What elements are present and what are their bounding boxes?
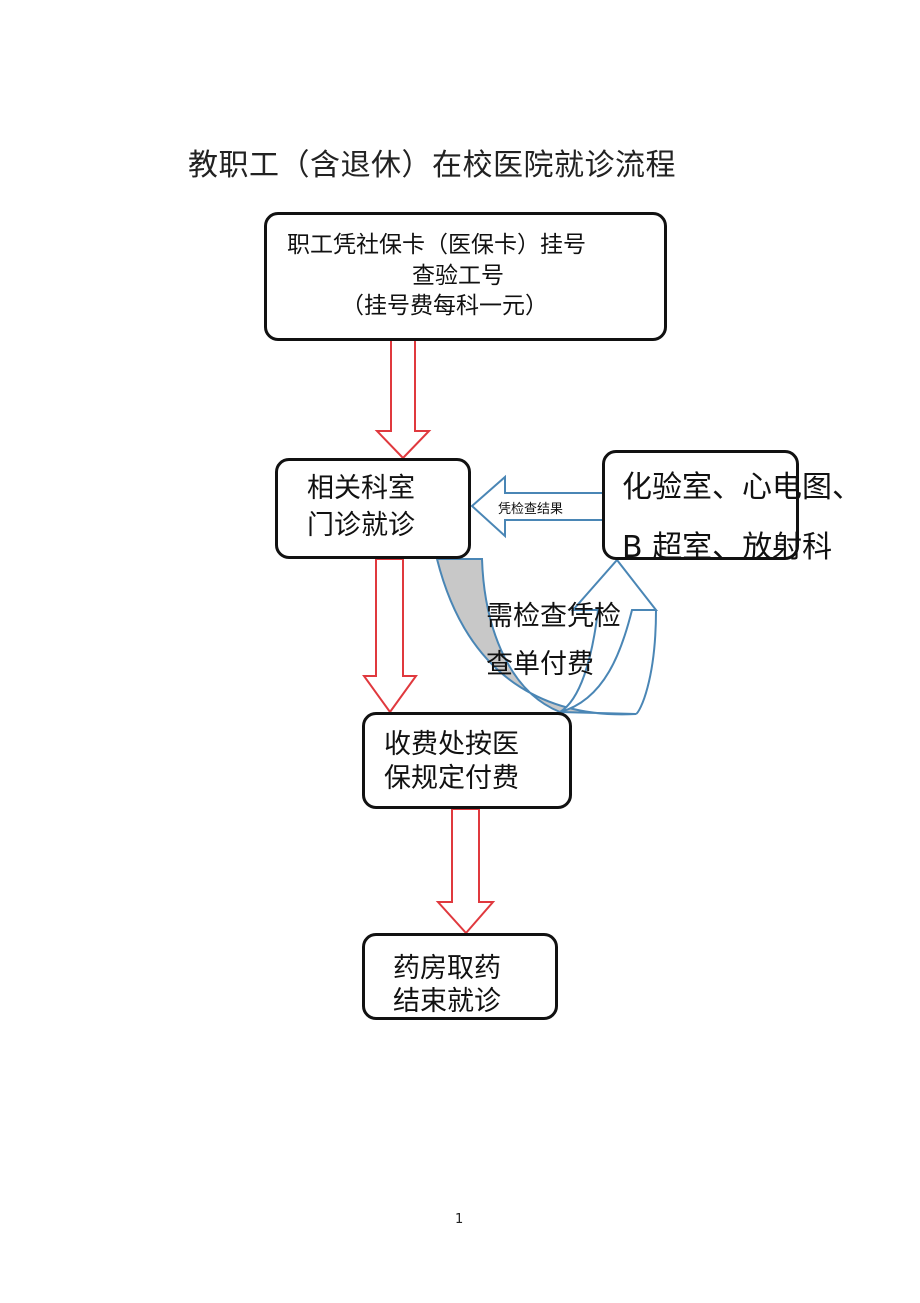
node-exam-rooms-line1: 化验室、心电图、: [622, 470, 862, 505]
edge-label-exam-results: 凭检查结果: [498, 502, 564, 517]
arrow-cashier-to-pharmacy: [435, 808, 496, 935]
arrow-register-to-department: [374, 339, 432, 460]
node-pharmacy-line1: 药房取药: [393, 953, 501, 984]
node-pharmacy-line2: 结束就诊: [393, 986, 501, 1017]
page-number: 1: [455, 1212, 464, 1227]
node-register-line3: （挂号费每科一元）: [341, 293, 548, 319]
node-department-line1: 相关科室: [307, 473, 415, 504]
node-cashier-line1: 收费处按医: [384, 729, 519, 760]
arrow-exam-to-department: [470, 474, 605, 539]
arrow-department-to-exam-curve-fill: [435, 558, 637, 716]
edge-label-exam-payment-line1: 需检查凭检: [486, 601, 621, 632]
node-department: [275, 458, 471, 559]
node-cashier-line2: 保规定付费: [384, 763, 519, 794]
edge-label-exam-payment-line2: 查单付费: [486, 649, 594, 680]
node-pharmacy: [362, 933, 558, 1020]
arrow-department-to-cashier: [362, 558, 418, 714]
node-register: [264, 212, 667, 341]
node-department-line2: 门诊就诊: [307, 510, 415, 541]
node-cashier: [362, 712, 572, 809]
node-exam-rooms-line2: B 超室、放射科: [622, 530, 833, 565]
node-exam-rooms: [602, 450, 799, 560]
node-register-line2: 查验工号: [412, 263, 504, 289]
arrow-department-to-exam-curve: [559, 558, 659, 715]
node-register-line1: 职工凭社保卡（医保卡）挂号: [287, 232, 586, 258]
page-title: 教职工（含退休）在校医院就诊流程: [188, 148, 676, 183]
